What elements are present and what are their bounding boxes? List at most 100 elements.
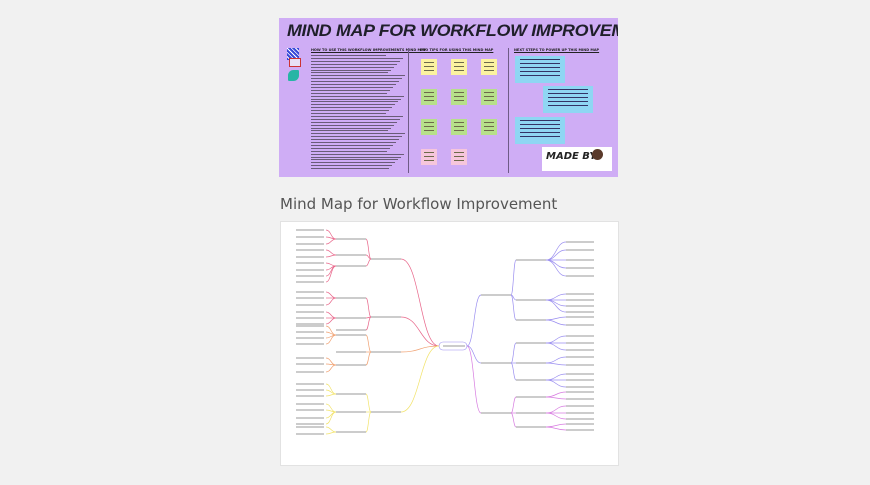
branch-line [325, 317, 337, 325]
branch-line [510, 362, 517, 381]
text-line [311, 72, 388, 74]
text-line [311, 127, 391, 129]
branch-line [545, 241, 567, 261]
text-line [311, 55, 386, 56]
branch-line [325, 265, 337, 283]
branch-line [325, 383, 337, 395]
branch-line [325, 334, 337, 345]
branch-line [325, 393, 337, 397]
branch-line [545, 299, 567, 313]
text-line [311, 98, 401, 100]
text-line [311, 92, 387, 94]
branch-line [365, 316, 372, 331]
sticky-note [451, 149, 467, 165]
sticky-note [481, 59, 497, 75]
branch-line [466, 294, 482, 347]
branch-line [325, 297, 337, 306]
branch-line [325, 262, 337, 267]
text-line [311, 133, 405, 135]
text-line [311, 63, 397, 65]
branch-line [545, 293, 567, 301]
text-line [311, 69, 391, 71]
branch-line [510, 294, 517, 321]
text-line [311, 136, 402, 138]
branch-line [545, 426, 567, 431]
branch-line [545, 379, 567, 388]
text-line [311, 113, 386, 114]
sticky-note [451, 89, 467, 105]
sticky-note [481, 89, 497, 105]
branch-line [545, 342, 567, 351]
text-line [311, 104, 395, 106]
branch-line [365, 297, 372, 318]
text-line [311, 168, 389, 170]
text-line [311, 101, 398, 103]
branch-line [510, 259, 517, 296]
sticky-note [421, 149, 437, 165]
text-line [311, 153, 404, 155]
text-line [311, 81, 399, 83]
text-line [311, 115, 403, 117]
branch-line [325, 431, 337, 435]
section-heading-how-to: HOW TO USE THIS WORKFLOW IMPROVEMENTS MI… [311, 48, 427, 52]
text-line [311, 121, 397, 123]
branch-line [365, 238, 372, 260]
text-line [311, 57, 403, 59]
branch-line [365, 411, 372, 433]
sticky-note [451, 59, 467, 75]
sticky-note [451, 119, 467, 135]
divider [508, 48, 509, 173]
branch-line [400, 345, 440, 413]
branch-line [325, 411, 337, 425]
text-line [311, 107, 392, 109]
next-step-card [515, 117, 565, 144]
branch-line [545, 405, 567, 414]
divider [408, 48, 409, 173]
branch-line [325, 249, 337, 256]
branch-line [325, 426, 337, 433]
branch-line [545, 356, 567, 364]
text-line [311, 60, 400, 62]
text-line [311, 89, 390, 91]
branch-line [545, 319, 567, 326]
branch-line [510, 396, 517, 414]
branch-line [545, 396, 567, 400]
text-line [311, 156, 401, 158]
mind-map-canvas [296, 229, 594, 435]
made-by-badge: MADE BY [542, 147, 612, 171]
branch-line [325, 409, 337, 413]
section-heading-next-steps: NEXT STEPS TO POWER UP THIS MIND MAP [514, 48, 600, 52]
branch-line [325, 311, 337, 319]
author-avatar [592, 149, 603, 160]
made-by-label: MADE BY [546, 151, 597, 162]
text-line [311, 159, 398, 161]
branch-line [325, 238, 337, 245]
branch-line [325, 331, 337, 336]
branch-line [545, 335, 567, 344]
template-preview-image[interactable]: MIND MAP FOR WORKFLOW IMPROVEMENT HOW TO… [279, 18, 618, 177]
sticky-note [421, 119, 437, 135]
text-line [311, 118, 400, 120]
text-line [311, 142, 396, 143]
sticky-note [421, 59, 437, 75]
sticky-note [421, 89, 437, 105]
branch-line [325, 236, 337, 240]
text-line [311, 78, 402, 80]
text-line [311, 150, 387, 152]
branch-line [325, 254, 337, 258]
text-line [311, 162, 395, 164]
text-line [311, 165, 392, 167]
page-title: Mind Map for Workflow Improvement [280, 195, 558, 213]
branch-line [365, 334, 372, 353]
branch-line [545, 412, 567, 420]
branch-line [400, 316, 440, 347]
branch-line [466, 345, 482, 364]
branch-line [365, 393, 372, 413]
text-line [311, 139, 399, 141]
branch-line [545, 259, 567, 277]
branch-line [510, 342, 517, 364]
mind-map-preview[interactable] [280, 221, 619, 466]
text-line [311, 86, 393, 88]
branch-line [400, 258, 440, 347]
branch-line [545, 373, 567, 381]
